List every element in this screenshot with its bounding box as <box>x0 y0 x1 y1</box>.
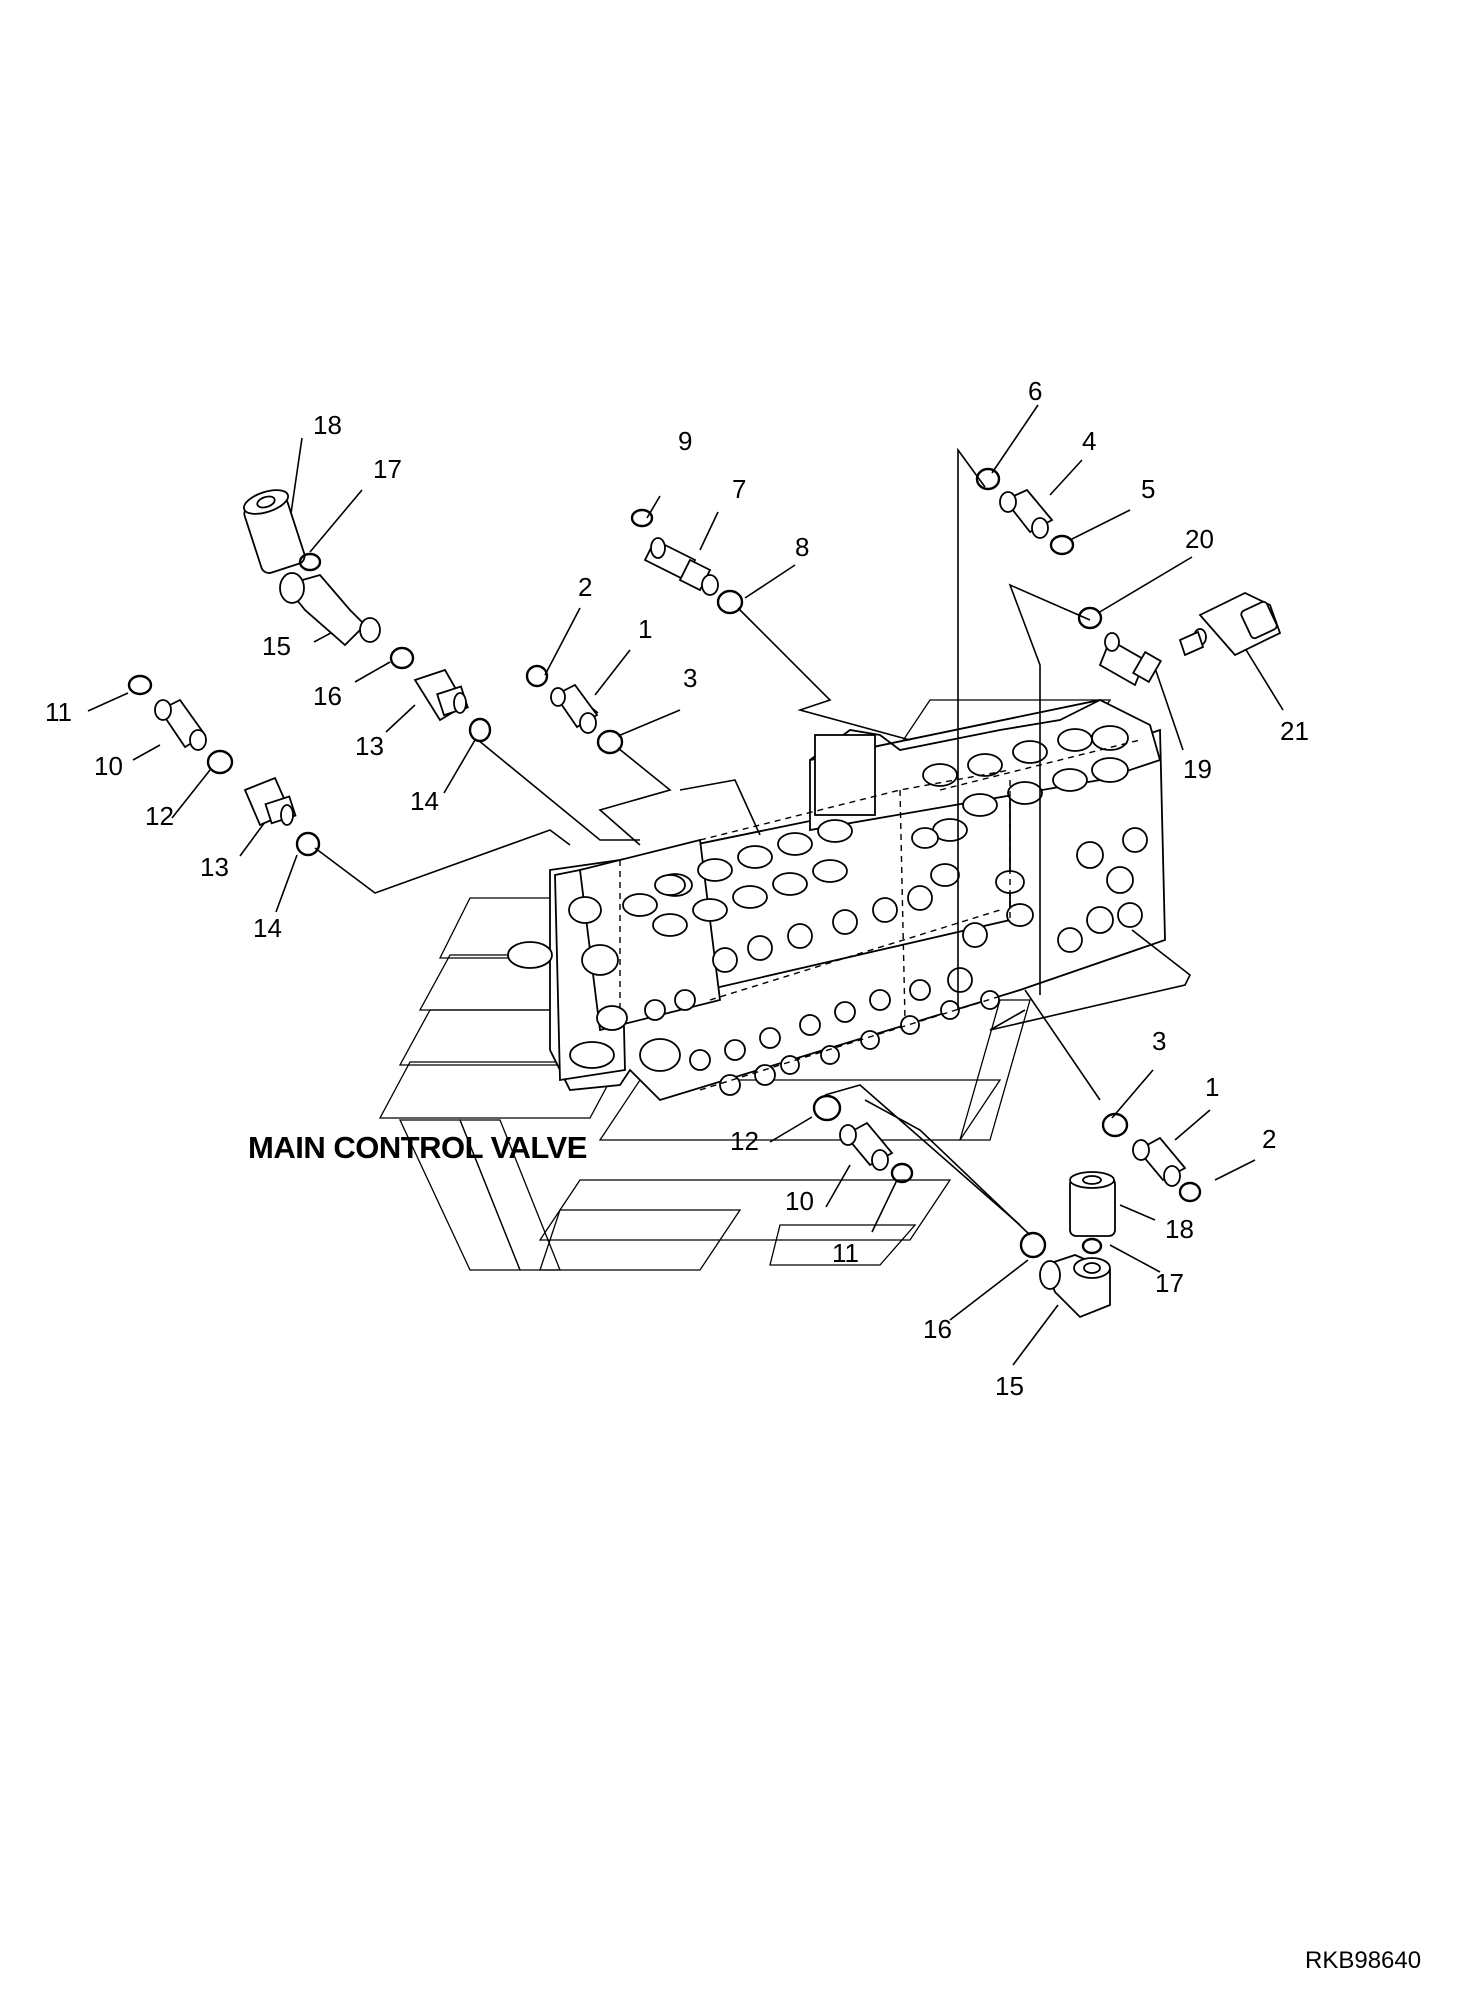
part-1-lower-nipple <box>1132 1136 1187 1187</box>
callout-15-lower: 15 <box>995 1371 1024 1401</box>
callout-18-left: 18 <box>313 410 342 440</box>
callout-12-left: 12 <box>145 801 174 831</box>
callout-16-left: 16 <box>313 681 342 711</box>
valve-top-ports <box>622 725 1129 937</box>
leader-lines <box>87 404 1284 1366</box>
callout-17-left: 17 <box>373 454 402 484</box>
part-3-lower-oring <box>1101 1112 1129 1138</box>
callout-14-upper: 14 <box>410 786 439 816</box>
callout-7: 7 <box>732 474 746 504</box>
callout-5: 5 <box>1141 474 1155 504</box>
part-2-lower-oring <box>1178 1181 1202 1203</box>
main-control-valve-body <box>507 699 1166 1102</box>
part-2-upper-oring <box>525 664 549 688</box>
callout-4: 4 <box>1082 426 1096 456</box>
callout-13-lower: 13 <box>200 852 229 882</box>
part-13-upper-fitting <box>413 668 469 722</box>
part-14-lower-oring <box>295 831 321 857</box>
part-3-upper-oring <box>596 729 624 755</box>
part-12-left-oring <box>206 749 234 775</box>
diagram-title: MAIN CONTROL VALVE <box>248 1130 587 1165</box>
part-21-pressure-sensor <box>1178 591 1282 657</box>
part-16-lower-oring <box>1019 1231 1047 1259</box>
callout-6: 6 <box>1028 376 1042 406</box>
callout-2-upper: 2 <box>578 572 592 602</box>
callout-16-lower: 16 <box>923 1314 952 1344</box>
part-10-left-nipple <box>154 698 207 751</box>
reference-code: RKB98640 <box>1305 1947 1421 1974</box>
part-6-oring <box>975 467 1001 491</box>
callout-11-lower: 11 <box>832 1238 859 1268</box>
callout-9: 9 <box>678 426 692 456</box>
part-11-lower-oring <box>890 1162 914 1184</box>
callout-10-left: 10 <box>94 751 123 781</box>
callout-13-upper: 13 <box>355 731 384 761</box>
callout-labels: 18 17 15 16 11 10 12 13 14 13 14 9 7 8 2… <box>45 376 1309 1401</box>
part-18-left-fitting <box>243 489 306 574</box>
callout-2-lower: 2 <box>1262 1124 1276 1154</box>
part-4-nipple <box>999 488 1054 539</box>
part-17-left-oring <box>298 552 322 572</box>
callout-20: 20 <box>1185 524 1214 554</box>
callout-8: 8 <box>795 532 809 562</box>
callout-17-lower: 17 <box>1155 1268 1184 1298</box>
part-19-sensor-adapter <box>1098 632 1163 687</box>
part-14-upper-oring <box>468 717 492 743</box>
part-16-left-oring <box>389 646 415 670</box>
part-7-fitting <box>643 537 719 596</box>
valve-side-ports <box>644 827 1148 1096</box>
part-1-upper-nipple <box>550 683 599 734</box>
callout-15-left: 15 <box>262 631 291 661</box>
callout-10-lower: 10 <box>785 1186 814 1216</box>
callout-3-lower: 3 <box>1152 1026 1166 1056</box>
part-11-left-oring <box>127 674 153 696</box>
callout-3-upper: 3 <box>683 663 697 693</box>
callout-18-lower: 18 <box>1165 1214 1194 1244</box>
part-8-oring <box>716 589 744 615</box>
callout-12-lower: 12 <box>730 1126 759 1156</box>
callout-21: 21 <box>1280 716 1309 746</box>
part-10-lower-nipple <box>839 1121 894 1171</box>
part-13-lower-fitting <box>243 776 297 827</box>
part-15-lower-elbow <box>1039 1254 1111 1319</box>
callout-1-lower: 1 <box>1205 1072 1219 1102</box>
part-9-oring <box>630 508 654 528</box>
part-12-lower-oring <box>812 1094 842 1122</box>
part-18-lower-fitting <box>1069 1171 1116 1237</box>
callout-11-left: 11 <box>45 697 72 727</box>
part-20-oring <box>1077 606 1103 630</box>
part-15-left-elbow <box>279 572 381 647</box>
callout-1-upper: 1 <box>638 614 652 644</box>
part-5-oring <box>1049 534 1075 556</box>
part-17-lower-oring <box>1081 1237 1103 1255</box>
callout-14-lower: 14 <box>253 913 282 943</box>
callout-19: 19 <box>1183 754 1212 784</box>
